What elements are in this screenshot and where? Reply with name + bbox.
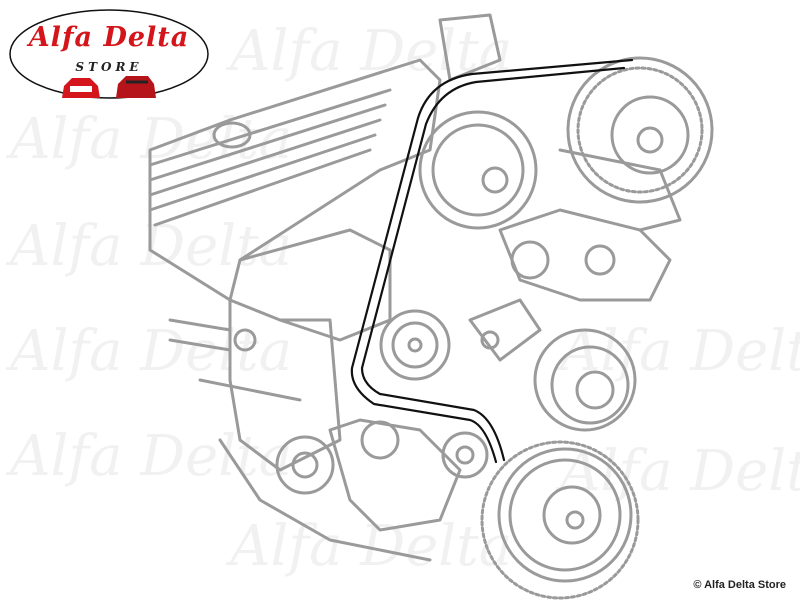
crankshaft-pulley — [480, 440, 640, 600]
engine-block-outline — [148, 13, 682, 562]
drive-belt — [350, 58, 634, 464]
copyright-text: © Alfa Delta Store — [693, 579, 786, 591]
cam-pulley — [566, 56, 714, 204]
idler-pulley — [418, 110, 538, 230]
power-steering-pulley — [379, 309, 451, 381]
logo-subtitle: STORE — [75, 60, 143, 74]
alternator-pulley — [533, 328, 637, 432]
red-car-icon — [62, 76, 156, 98]
tensioner — [360, 420, 489, 479]
logo-oval — [9, 9, 209, 99]
logo-title: Alfa Delta — [28, 22, 190, 53]
store-logo[interactable]: Alfa Delta STORE — [8, 8, 210, 100]
